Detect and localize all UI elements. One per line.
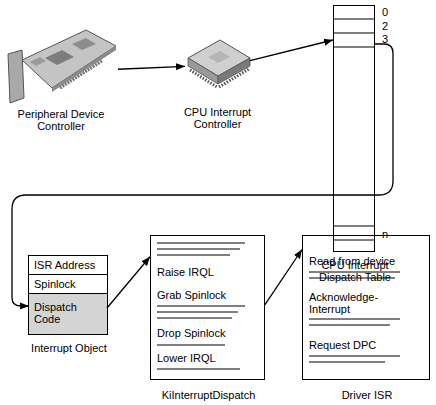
card-chip	[45, 50, 74, 65]
flow-arrow	[12, 44, 393, 306]
flow-arrow	[250, 40, 333, 61]
code-line	[157, 369, 240, 370]
chip-pins	[219, 69, 249, 87]
field-label: ISR Address	[34, 259, 104, 271]
object-field: Spinlock	[29, 275, 107, 294]
table-row-line	[333, 33, 375, 34]
routine-box: Raise IRQL Grab SpinlockDrop SpinlockLowe…	[150, 235, 265, 380]
flow-arrow	[107, 257, 150, 308]
field-label: Spinlock	[34, 278, 104, 290]
caption: CPU Interrupt Controller	[175, 106, 260, 130]
step-label: Acknowledge-Interrupt	[309, 291, 389, 315]
code-line	[157, 249, 240, 250]
step-label: Grab Spinlock	[157, 289, 257, 301]
device-card: Peripheral Device Controller	[5, 28, 118, 103]
table-row-line	[333, 226, 375, 227]
flow-arrow	[265, 250, 302, 305]
code-line	[157, 306, 245, 307]
interrupt-object: Interrupt ObjectISR AddressSpinlockDispa…	[28, 255, 108, 335]
code-line	[157, 318, 232, 319]
object-field: ISR Address	[29, 256, 107, 275]
card-chip	[30, 57, 46, 66]
code-line	[309, 319, 400, 320]
step-label: Read from device	[309, 255, 424, 267]
routine-box: Read from deviceAcknowledge-InterruptReq…	[302, 235, 430, 380]
caption: KiInterruptDispatch	[136, 389, 281, 401]
flow-arrow	[118, 66, 185, 69]
row-number: n	[382, 228, 396, 240]
chip-side	[188, 58, 218, 84]
chip-die	[208, 51, 230, 63]
caption: Interrupt Object	[19, 342, 119, 354]
row-number: 2	[382, 20, 396, 32]
table-row-line	[333, 47, 375, 48]
step-label: Lower IRQL	[157, 352, 257, 364]
chip-pins	[190, 70, 217, 87]
code-line	[309, 356, 400, 357]
step-label: Drop Spinlock	[157, 327, 257, 339]
code-line	[157, 345, 225, 346]
code-line	[157, 243, 245, 244]
row-number: 3	[382, 33, 396, 45]
field-label: Dispatch Code	[34, 301, 89, 325]
dispatch-table: 023nCPU Interrupt Dispatch Table	[333, 5, 375, 252]
card-contacts	[60, 61, 102, 88]
cpu-chip: CPU Interrupt Controller	[185, 35, 250, 92]
code-line	[309, 362, 385, 363]
caption: Peripheral Device Controller	[6, 108, 116, 132]
step-label: Raise IRQL	[157, 266, 257, 278]
table-row-line	[333, 240, 375, 241]
code-line	[309, 325, 390, 326]
card-chip	[72, 38, 96, 50]
object-field: Dispatch Code	[29, 294, 107, 334]
step-label: Request DPC	[309, 339, 424, 351]
card-bracket	[8, 50, 24, 103]
caption: Driver ISR	[303, 389, 431, 401]
code-line	[157, 312, 238, 313]
table-row-line	[333, 19, 375, 20]
row-number: 0	[382, 6, 396, 18]
code-line	[157, 255, 230, 256]
